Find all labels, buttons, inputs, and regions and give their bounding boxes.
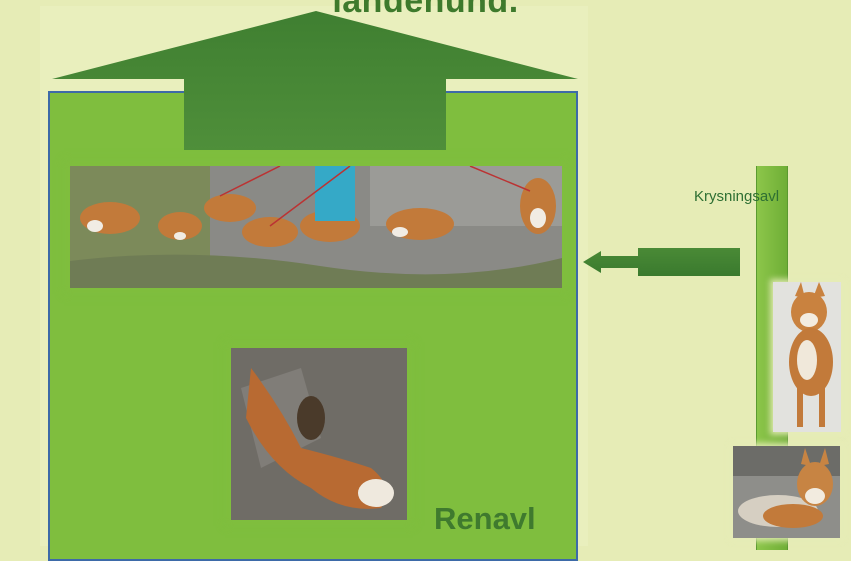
group-dogs-image bbox=[70, 166, 562, 288]
single-dog-photo bbox=[231, 348, 407, 520]
renavl-label: Renavl bbox=[434, 501, 536, 536]
standing-dog-photo bbox=[773, 282, 841, 432]
arrow-layer bbox=[52, 11, 740, 276]
krysningsavl-label: Krysningsavl bbox=[694, 188, 780, 205]
up-arrow-icon bbox=[52, 11, 578, 150]
group-dogs-photo bbox=[70, 166, 562, 288]
single-dog-image bbox=[231, 348, 407, 520]
diagram-title: landehund. bbox=[332, 0, 519, 20]
left-arrow-icon bbox=[583, 248, 740, 276]
lying-dog-photo bbox=[733, 446, 840, 538]
standing-dog-image bbox=[773, 282, 841, 432]
lying-dog-image bbox=[733, 446, 840, 538]
